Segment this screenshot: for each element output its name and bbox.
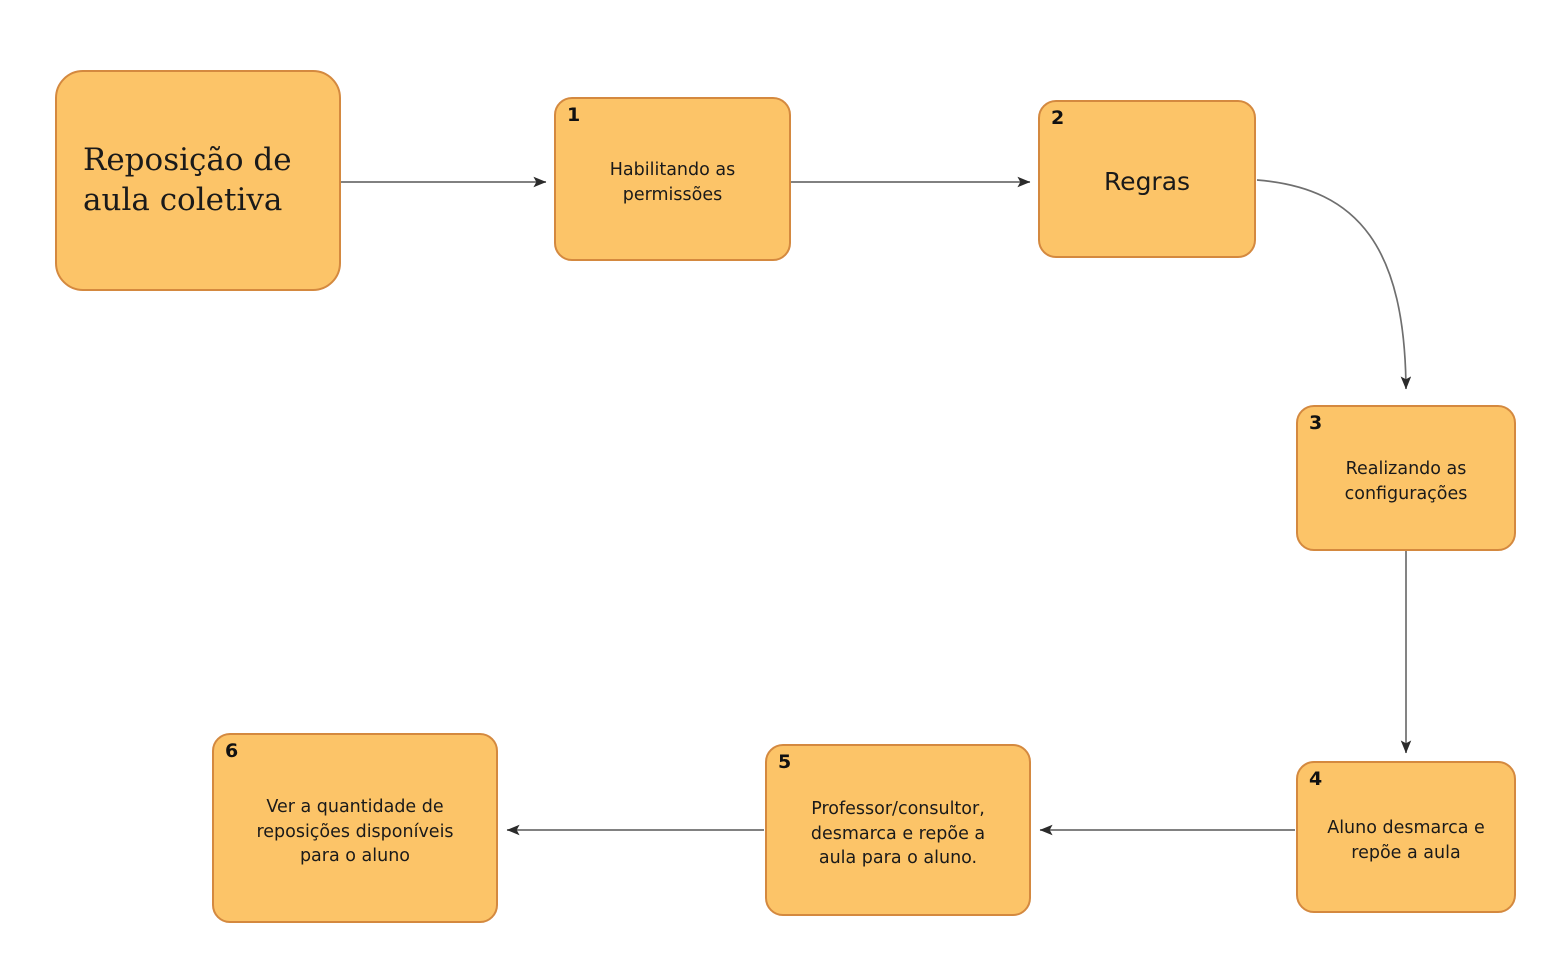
step-number-5: 5 <box>778 751 792 773</box>
step-label-2: Regras <box>1103 166 1191 196</box>
step-number-2: 2 <box>1051 107 1065 129</box>
node-title[interactable]: Reposição de aula coletiva <box>55 70 341 291</box>
node-step-4[interactable]: 4 Aluno desmarca e repõe a aula <box>1296 761 1516 913</box>
step-label-1: Habilitando as permissões <box>609 160 736 205</box>
step-label-4: Aluno desmarca e repõe a aula <box>1327 818 1485 863</box>
step-number-6: 6 <box>225 740 239 762</box>
step-label-5: Professor/consultor, desmarca e repõe a … <box>810 798 986 869</box>
node-step-3[interactable]: 3 Realizando as configurações <box>1296 405 1516 551</box>
connector-step2-to-step3 <box>1256 179 1412 390</box>
step-number-1: 1 <box>567 104 581 126</box>
step-number-4: 4 <box>1309 768 1323 790</box>
step-number-3: 3 <box>1309 412 1323 434</box>
node-title-label: Reposição de aula coletiva <box>83 141 292 218</box>
node-step-1[interactable]: 1 Habilitando as permissões <box>554 97 791 261</box>
node-step-2[interactable]: 2 Regras <box>1038 100 1256 258</box>
node-step-6[interactable]: 6 Ver a quantidade de reposições disponí… <box>212 733 498 923</box>
node-step-5[interactable]: 5 Professor/consultor, desmarca e repõe … <box>765 744 1031 916</box>
step-label-6: Ver a quantidade de reposições disponíve… <box>256 796 454 867</box>
step-label-3: Realizando as configurações <box>1344 459 1468 504</box>
